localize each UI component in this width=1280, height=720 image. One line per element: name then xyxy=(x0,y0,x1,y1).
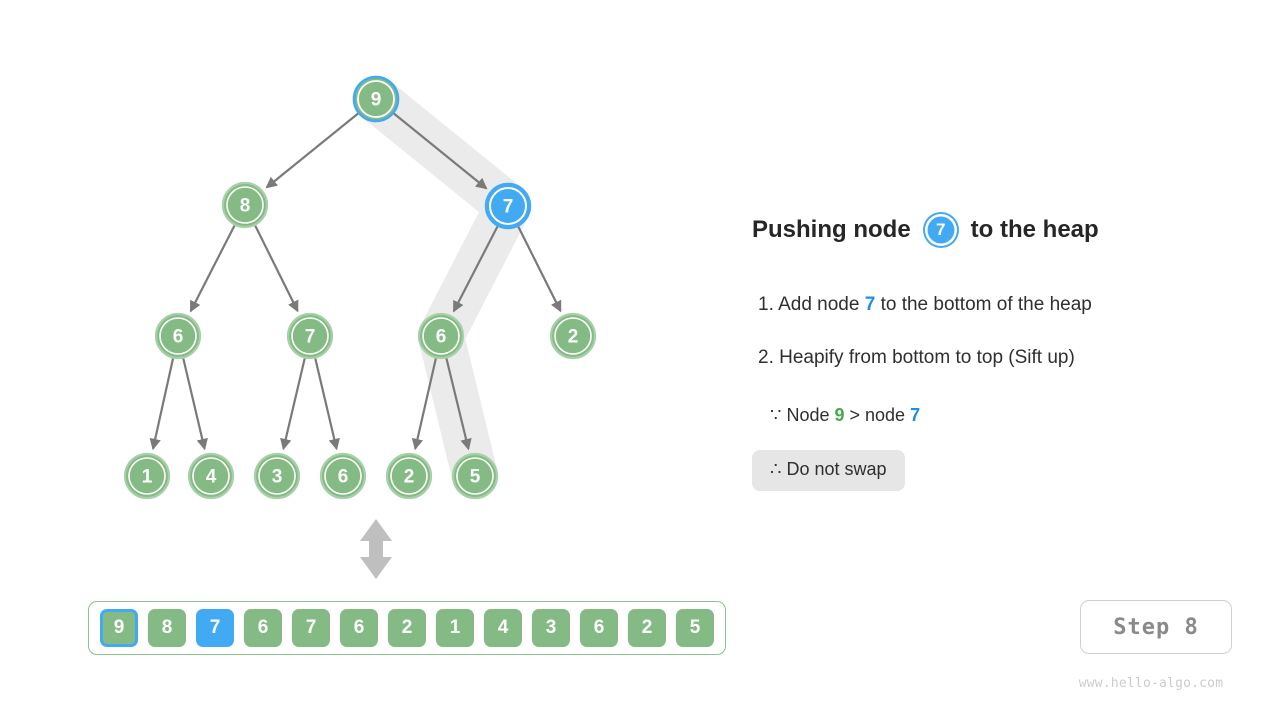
tree-node-label: 6 xyxy=(338,467,349,488)
explanation-panel: Pushing node 7 to the heap 1. Add node 7… xyxy=(752,0,1272,720)
tree-node-core xyxy=(390,457,428,495)
tree-edge xyxy=(445,358,472,451)
tree-array-link-arrow xyxy=(360,519,392,579)
tree-node-label: 5 xyxy=(470,467,481,488)
tree-node-label: 9 xyxy=(371,90,382,111)
tree-node-core xyxy=(489,187,527,225)
tree-node-core xyxy=(324,457,362,495)
watermark: www.hello-algo.com xyxy=(1078,676,1224,691)
tree-edge xyxy=(189,224,236,313)
step-counter-badge: Step 8 xyxy=(1080,600,1232,654)
tree-edge xyxy=(411,358,437,451)
tree-node-label: 6 xyxy=(436,327,447,348)
tree-node-8[interactable]: 8 xyxy=(221,181,269,229)
array-cell[interactable]: 3 xyxy=(532,609,570,647)
tree-edge xyxy=(517,226,562,313)
array-cell[interactable]: 2 xyxy=(388,609,426,647)
tree-edges xyxy=(149,112,562,451)
tree-node-1[interactable]: 1 xyxy=(123,452,171,500)
step-1-value: 7 xyxy=(864,294,876,315)
tree-edge xyxy=(182,358,208,451)
tree-node-core xyxy=(128,457,166,495)
title-text-after: to the heap xyxy=(970,216,1099,243)
tree-node-core xyxy=(422,317,460,355)
tree-svg: 9 8 7 6 7 6 2 1 4 3 6 2 5 xyxy=(123,75,597,579)
title-node-badge: 7 xyxy=(924,214,957,246)
array-cell[interactable]: 5 xyxy=(676,609,714,647)
tree-edge xyxy=(393,112,488,190)
reason-left-value: 9 xyxy=(834,405,845,425)
step-2-prefix: 2. Heapify from bottom to top (Sift up) xyxy=(758,347,1075,368)
tree-node-label: 7 xyxy=(503,197,514,218)
instruction-step-1: 1. Add node 7 to the bottom of the heap xyxy=(758,294,1092,316)
tree-node-core xyxy=(192,457,230,495)
tree-node-2[interactable]: 2 xyxy=(385,452,433,500)
tree-node-core xyxy=(159,317,197,355)
array-cell[interactable]: 4 xyxy=(484,609,522,647)
step-1-prefix: 1. Add node xyxy=(758,294,865,315)
tree-node-6[interactable]: 6 xyxy=(319,452,367,500)
reason-right-value: 7 xyxy=(910,405,921,425)
array-cell[interactable]: 9 xyxy=(100,609,138,647)
array-cell[interactable]: 2 xyxy=(628,609,666,647)
array-cell[interactable]: 6 xyxy=(340,609,378,647)
tree-node-core xyxy=(357,80,395,118)
tree-node-6[interactable]: 6 xyxy=(154,312,202,360)
array-cell[interactable]: 7 xyxy=(292,609,330,647)
tree-edge xyxy=(149,358,175,451)
tree-node-core xyxy=(226,186,264,224)
array-cell[interactable]: 6 xyxy=(580,609,618,647)
tree-node-6[interactable]: 6 xyxy=(417,312,465,360)
sift-up-path-highlight xyxy=(353,76,531,499)
tree-node-core xyxy=(291,317,329,355)
tree-node-label: 1 xyxy=(142,467,153,488)
tree-edge xyxy=(452,225,499,313)
tree-node-2[interactable]: 2 xyxy=(549,312,597,360)
therefore-symbol: ∴ xyxy=(770,459,782,479)
reason-text-before: Node xyxy=(781,405,835,425)
tree-node-9[interactable]: 9 xyxy=(352,75,400,123)
instruction-step-2: 2. Heapify from bottom to top (Sift up) xyxy=(758,347,1075,369)
conclusion-pill: ∴ Do not swap xyxy=(752,450,905,491)
tree-node-5[interactable]: 5 xyxy=(451,452,499,500)
tree-node-7[interactable]: 7 xyxy=(484,182,532,230)
tree-edge xyxy=(280,358,306,451)
array-cell[interactable]: 6 xyxy=(244,609,282,647)
conclusion-text: Do not swap xyxy=(781,459,887,479)
title-text-before: Pushing node xyxy=(752,216,911,243)
tree-edge xyxy=(314,358,340,451)
tree-node-4[interactable]: 4 xyxy=(187,452,235,500)
tree-node-core xyxy=(554,317,592,355)
tree-node-7[interactable]: 7 xyxy=(286,312,334,360)
tree-node-label: 2 xyxy=(404,467,415,488)
because-symbol: ∵ xyxy=(770,405,782,425)
tree-node-label: 6 xyxy=(173,327,184,348)
array-cell[interactable]: 7 xyxy=(196,609,234,647)
step-1-suffix: to the bottom of the heap xyxy=(875,294,1092,315)
tree-node-label: 2 xyxy=(568,327,579,348)
comparison-reason: ∵ Node 9 > node 7 xyxy=(770,405,920,426)
tree-node-label: 7 xyxy=(305,327,316,348)
tree-edge xyxy=(254,225,299,313)
array-cell[interactable]: 1 xyxy=(436,609,474,647)
reason-middle-text: > node xyxy=(844,405,911,425)
page-title: Pushing node 7 to the heap xyxy=(752,214,1099,246)
tree-edge xyxy=(265,112,359,189)
tree-nodes: 9 8 7 6 7 6 2 1 4 3 6 2 5 xyxy=(123,75,597,500)
array-cell[interactable]: 8 xyxy=(148,609,186,647)
tree-node-3[interactable]: 3 xyxy=(253,452,301,500)
tree-node-core xyxy=(258,457,296,495)
tree-node-label: 3 xyxy=(272,467,283,488)
tree-node-label: 8 xyxy=(240,196,251,217)
tree-node-label: 4 xyxy=(206,467,217,488)
tree-node-core xyxy=(456,457,494,495)
